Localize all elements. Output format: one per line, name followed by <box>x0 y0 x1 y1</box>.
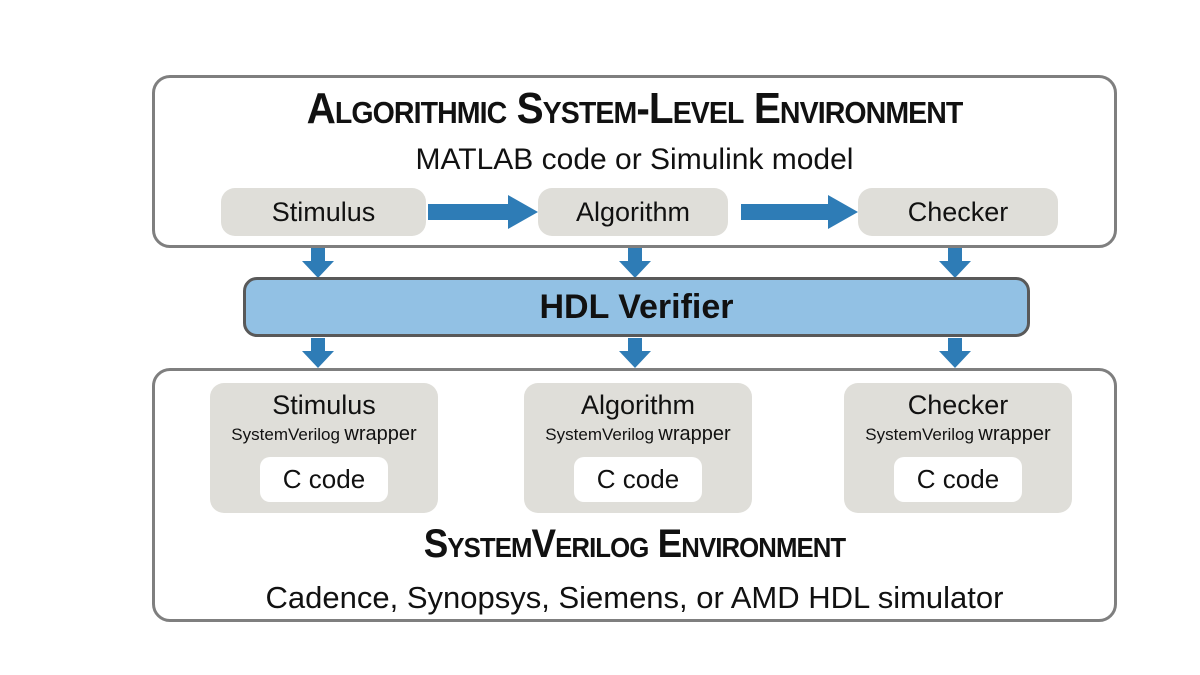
systemverilog-environment-panel: Stimulus SystemVerilog wrapper C code Al… <box>152 368 1117 622</box>
top-panel-title: Algorithmic System-Level Environment <box>306 84 964 133</box>
arrow-head <box>302 351 334 368</box>
arrow-right-icon <box>428 195 538 229</box>
top-block-algorithm: Algorithm <box>538 188 728 236</box>
hdl-verifier-bar: HDL Verifier <box>243 277 1030 337</box>
arrow-down-icon <box>939 248 971 278</box>
c-code-box: C code <box>574 457 702 502</box>
arrow-shaft <box>948 338 962 351</box>
top-panel-subtitle: MATLAB code or Simulink model <box>415 143 854 176</box>
block-title: Stimulus <box>272 390 376 420</box>
arrow-down-icon <box>619 338 651 368</box>
arrow-head <box>302 261 334 278</box>
bottom-panel-subtitle: Cadence, Synopsys, Siemens, or AMD HDL s… <box>265 580 1004 615</box>
bottom-block-stimulus: Stimulus SystemVerilog wrapper C code <box>210 383 438 513</box>
arrow-head <box>939 261 971 278</box>
arrow-shaft <box>741 204 828 220</box>
wrapper-label-systemverilog: SystemVerilog <box>865 425 974 444</box>
bottom-panel-title: SystemVerilog Environment <box>423 522 846 566</box>
arrow-head <box>619 261 651 278</box>
arrow-head <box>508 195 538 229</box>
wrapper-label-systemverilog: SystemVerilog <box>545 425 654 444</box>
arrow-shaft <box>311 248 325 261</box>
arrow-head <box>939 351 971 368</box>
c-code-box: C code <box>894 457 1022 502</box>
arrow-down-icon <box>302 338 334 368</box>
block-title: Algorithm <box>580 390 696 420</box>
arrow-right-icon <box>741 195 858 229</box>
block-title: Checker <box>907 390 1009 420</box>
arrow-shaft <box>948 248 962 261</box>
arrow-shaft <box>628 338 642 351</box>
arrow-head <box>619 351 651 368</box>
arrow-shaft <box>628 248 642 261</box>
algorithmic-environment-panel: Algorithmic System-Level Environment MAT… <box>152 75 1117 248</box>
arrow-down-icon <box>619 248 651 278</box>
wrapper-label-wrapper: wrapper <box>978 423 1051 445</box>
arrow-down-icon <box>302 248 334 278</box>
bottom-block-checker: Checker SystemVerilog wrapper C code <box>844 383 1072 513</box>
arrow-shaft <box>311 338 325 351</box>
wrapper-label-wrapper: wrapper <box>344 423 417 445</box>
wrapper-label-wrapper: wrapper <box>658 423 731 445</box>
arrow-shaft <box>428 204 508 220</box>
arrow-head <box>828 195 858 229</box>
arrow-down-icon <box>939 338 971 368</box>
wrapper-label: SystemVerilog wrapper <box>844 422 1072 448</box>
wrapper-label: SystemVerilog wrapper <box>210 422 438 448</box>
wrapper-label-systemverilog: SystemVerilog <box>231 425 340 444</box>
top-block-stimulus: Stimulus <box>221 188 426 236</box>
c-code-box: C code <box>260 457 388 502</box>
bottom-block-algorithm: Algorithm SystemVerilog wrapper C code <box>524 383 752 513</box>
wrapper-label: SystemVerilog wrapper <box>524 422 752 448</box>
top-block-checker: Checker <box>858 188 1058 236</box>
